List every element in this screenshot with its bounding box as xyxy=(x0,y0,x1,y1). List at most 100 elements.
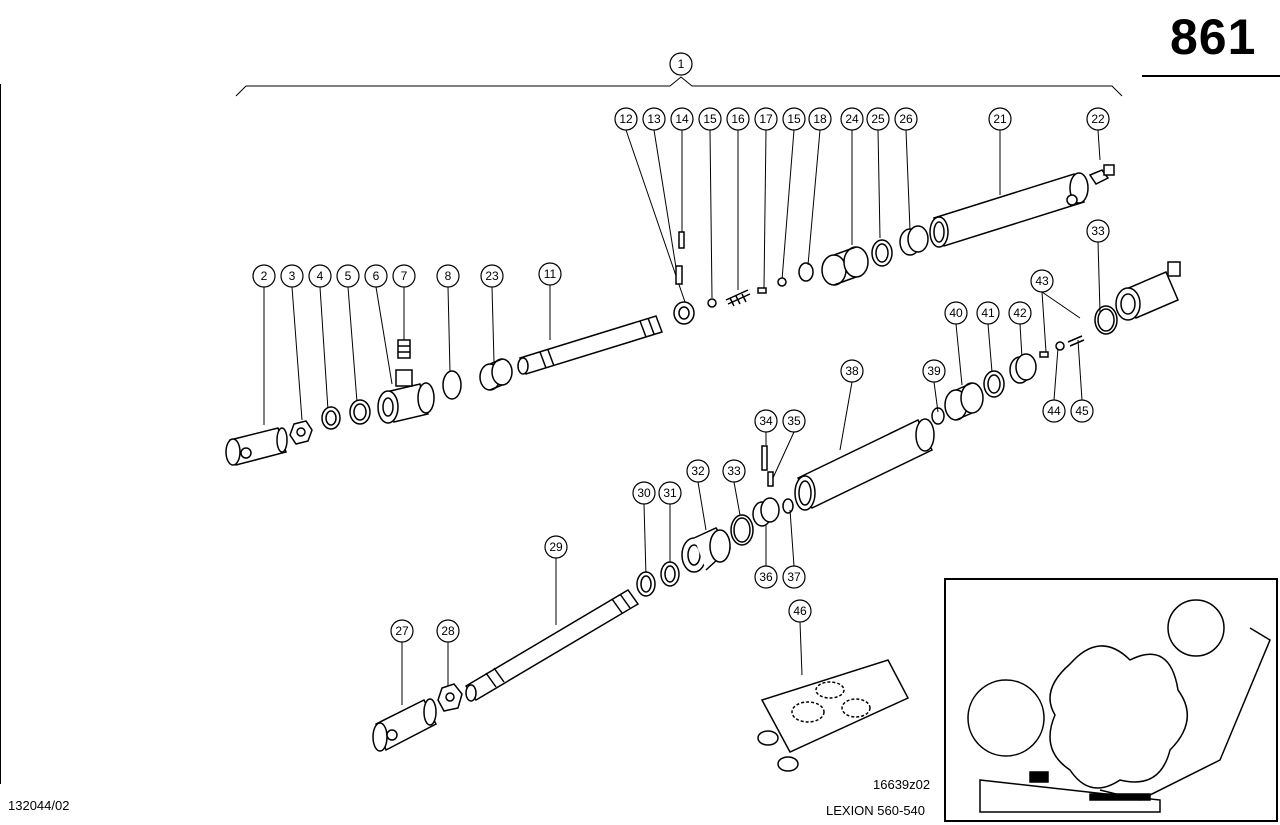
callout-32: 32 xyxy=(686,459,710,483)
callout-25: 25 xyxy=(866,107,890,131)
callout-8: 8 xyxy=(436,264,460,288)
svg-text:5: 5 xyxy=(345,269,352,283)
part-15b-ball xyxy=(777,277,787,287)
part-43-pin xyxy=(1039,351,1049,358)
part-32-piston xyxy=(681,527,731,573)
svg-text:43: 43 xyxy=(1035,274,1049,288)
svg-text:7: 7 xyxy=(401,269,408,283)
callout-26: 26 xyxy=(894,107,918,131)
part-14-pin xyxy=(678,231,685,249)
part-45-spring xyxy=(1067,335,1085,347)
svg-text:3: 3 xyxy=(289,269,296,283)
part-11-piston-rod xyxy=(517,315,663,375)
part-39-oring xyxy=(931,407,945,425)
svg-text:14: 14 xyxy=(675,112,689,126)
callout-1: 1 xyxy=(669,52,693,76)
part-25-seal xyxy=(871,239,893,267)
svg-text:24: 24 xyxy=(845,112,859,126)
part-37-oring xyxy=(782,498,794,514)
svg-text:25: 25 xyxy=(871,112,885,126)
callout-23: 23 xyxy=(480,264,504,288)
callout-29: 29 xyxy=(544,535,568,559)
part-33-oring-lower xyxy=(730,514,754,546)
part-21-cylinder-tube xyxy=(929,172,1089,248)
svg-text:36: 36 xyxy=(759,570,773,584)
part-31-ring xyxy=(660,561,680,587)
part-35-pin xyxy=(767,471,774,487)
part-24-piston xyxy=(821,246,869,286)
callout-27: 27 xyxy=(390,619,414,643)
part-27-clevis-end xyxy=(372,698,438,752)
callout-11: 11 xyxy=(538,262,562,286)
part-7-fitting xyxy=(397,339,411,359)
callout-31: 31 xyxy=(658,481,682,505)
callout-7: 7 xyxy=(392,264,416,288)
callout-33-lower: 33 xyxy=(722,459,746,483)
model-name: LEXION 560-540 xyxy=(826,803,926,818)
part-17-pin xyxy=(757,287,767,294)
callout-21: 21 xyxy=(988,107,1012,131)
part-4-washer xyxy=(321,406,341,430)
svg-text:6: 6 xyxy=(373,269,380,283)
callout-46: 46 xyxy=(788,599,812,623)
svg-text:12: 12 xyxy=(619,112,633,126)
svg-text:8: 8 xyxy=(445,269,452,283)
callout-43: 43 xyxy=(1030,269,1054,293)
callout-42: 42 xyxy=(1008,301,1032,325)
machine-overview-svg xyxy=(967,599,1271,813)
callout-13: 13 xyxy=(642,107,666,131)
svg-text:13: 13 xyxy=(647,112,661,126)
callout-24: 24 xyxy=(840,107,864,131)
part-26-guide-ring xyxy=(899,225,929,256)
callout-35: 35 xyxy=(782,409,806,433)
machine-overview-inset xyxy=(944,578,1278,822)
callout-33-upper: 33 xyxy=(1086,219,1110,243)
part-end-cap-assembly xyxy=(1115,261,1181,321)
callout-45: 45 xyxy=(1070,399,1094,423)
part-40-piston xyxy=(944,382,984,421)
callout-2: 2 xyxy=(252,264,276,288)
part-2-clevis-end xyxy=(225,427,288,466)
callout-14: 14 xyxy=(670,107,694,131)
part-29-piston-rod xyxy=(464,589,640,702)
svg-text:22: 22 xyxy=(1091,112,1105,126)
part-5-washer xyxy=(349,399,371,425)
callout-30: 30 xyxy=(632,481,656,505)
part-18-oring xyxy=(798,262,814,282)
callout-40: 40 xyxy=(944,301,968,325)
svg-text:21: 21 xyxy=(993,112,1007,126)
svg-text:46: 46 xyxy=(793,604,807,618)
svg-text:31: 31 xyxy=(663,486,677,500)
svg-text:16: 16 xyxy=(731,112,745,126)
callout-37: 37 xyxy=(782,565,806,589)
svg-text:11: 11 xyxy=(544,267,557,281)
part-38-cylinder-tube xyxy=(794,418,935,511)
callout-44: 44 xyxy=(1042,399,1066,423)
callout-15-second: 15 xyxy=(782,107,806,131)
svg-text:45: 45 xyxy=(1075,404,1089,418)
svg-text:30: 30 xyxy=(637,486,651,500)
part-22-fitting xyxy=(1088,164,1115,185)
part-16-spring xyxy=(725,289,751,307)
callout-12: 12 xyxy=(614,107,638,131)
svg-text:28: 28 xyxy=(441,624,455,638)
callout-5: 5 xyxy=(336,264,360,288)
document-code: 132044/02 xyxy=(8,798,70,813)
callout-41: 41 xyxy=(976,301,1000,325)
part-12-nut xyxy=(673,301,695,325)
part-41-seal xyxy=(983,370,1005,398)
part-46-seal-kit-bag xyxy=(757,659,910,772)
svg-text:39: 39 xyxy=(927,364,941,378)
svg-text:15: 15 xyxy=(787,112,801,126)
callout-18: 18 xyxy=(808,107,832,131)
svg-text:33: 33 xyxy=(1091,224,1105,238)
svg-text:34: 34 xyxy=(759,414,773,428)
assembly-bracket xyxy=(235,76,1123,97)
part-6-swivel-housing xyxy=(377,369,435,424)
part-13-pin xyxy=(675,265,683,285)
part-8-circlip xyxy=(442,370,462,400)
svg-text:2: 2 xyxy=(261,269,268,283)
svg-text:27: 27 xyxy=(395,624,409,638)
svg-text:41: 41 xyxy=(981,306,995,320)
svg-text:23: 23 xyxy=(485,269,499,283)
